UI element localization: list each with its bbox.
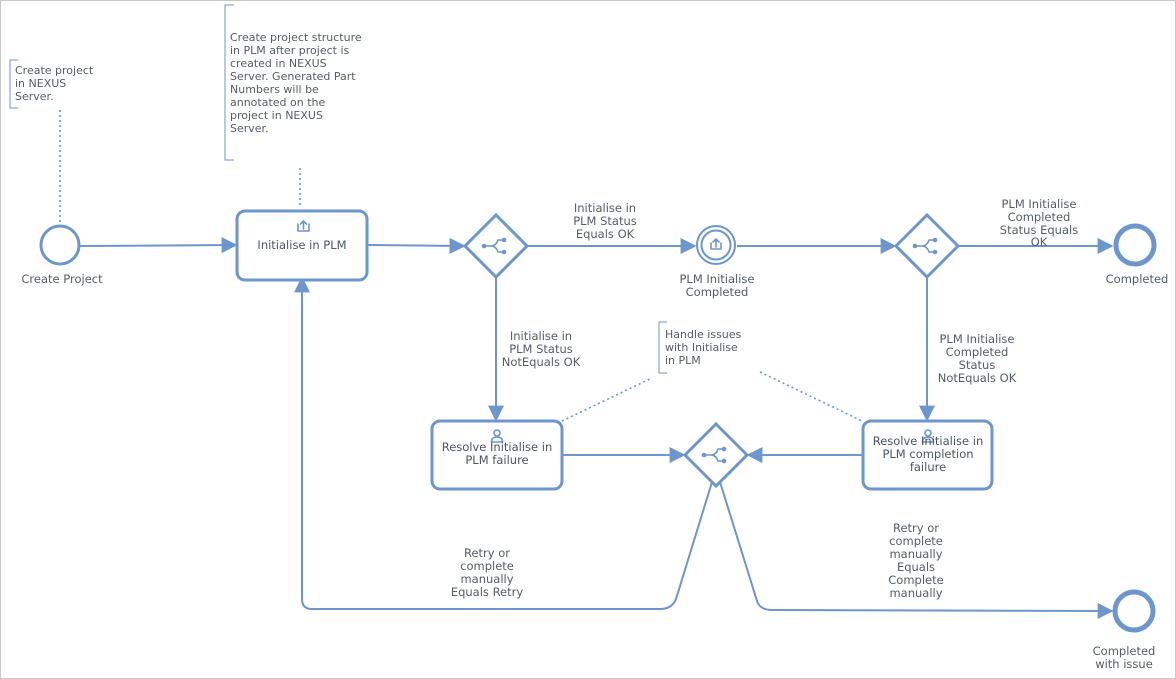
- annotation-line: with Initialise: [665, 341, 738, 354]
- task-label-line: PLM completion: [882, 447, 973, 461]
- task-box[interactable]: [235, 209, 369, 282]
- end-event-circle[interactable]: [1113, 223, 1157, 267]
- intermediate-event-plm-initialise-completed[interactable]: PLM Initialise Completed: [679, 225, 755, 299]
- gateway-diamond[interactable]: [682, 421, 750, 489]
- annotation-line: Server. Generated Part: [230, 70, 356, 83]
- task-label-line: Resolve Initialise in: [442, 440, 553, 454]
- association-handle-issues-left: [561, 377, 653, 422]
- flow-retry[interactable]: [294, 276, 713, 610]
- flow-label-line: Retry or: [893, 521, 939, 535]
- flow-label-line: Retry or: [464, 546, 510, 560]
- flow-label-line: manually: [889, 586, 942, 600]
- gateway-diamond[interactable]: [462, 212, 530, 280]
- end-event-circle[interactable]: [1112, 589, 1156, 633]
- flow-label-line: PLM Status: [509, 342, 573, 356]
- annotation-handle-issues: Handle issues with Initialise in PLM: [658, 321, 742, 374]
- intermediate-event-label-line: Completed: [686, 285, 749, 299]
- annotation-line: in PLM after project is: [230, 44, 350, 57]
- annotation-line: Create project structure: [230, 31, 362, 44]
- task-label-line: Resolve Initialise in: [873, 434, 984, 448]
- start-event-circle[interactable]: [39, 224, 81, 266]
- flow-label-line: complete: [460, 559, 514, 573]
- flow-label-line: Initialise in: [574, 201, 636, 215]
- flow-label-line: Completed: [946, 345, 1009, 359]
- start-event-label: Create Project: [21, 272, 103, 286]
- flow-complete-manually[interactable]: [719, 481, 1114, 619]
- flow-label-line: NotEquals OK: [938, 371, 1017, 385]
- annotation-line: in NEXUS: [15, 77, 66, 90]
- annotation-bracket: [658, 321, 667, 374]
- annotation-line: Handle issues: [665, 328, 742, 341]
- flow-label-line: OK: [1031, 235, 1048, 249]
- flow-label-line: Equals OK: [576, 227, 635, 241]
- flow-start-to-initialise[interactable]: [79, 237, 238, 254]
- flow-label-line: Equals Retry: [451, 585, 524, 599]
- task-resolve-completion-failure[interactable]: Resolve Initialise in PLM completion fai…: [861, 419, 994, 491]
- start-event-create-project[interactable]: Create Project: [21, 224, 103, 286]
- end-event-label-line: Completed: [1093, 644, 1156, 658]
- task-box[interactable]: [430, 419, 564, 491]
- association-handle-issues-right: [759, 371, 863, 422]
- flow-label-line: Complete: [888, 573, 943, 587]
- flow-label-line: manually: [889, 547, 942, 561]
- user-icon: [490, 429, 504, 443]
- branch-icon: [701, 446, 727, 464]
- flow-label-line: Initialise in: [510, 329, 572, 343]
- annotation-bracket: [9, 59, 18, 109]
- annotation-line: created in NEXUS: [230, 57, 327, 70]
- gateway-completed-status[interactable]: [893, 212, 961, 280]
- flow-label-status-not-ok: Initialise in PLM Status NotEquals OK: [502, 329, 581, 369]
- annotation-plm-structure: Create project structure in PLM after pr…: [224, 4, 362, 161]
- gateway-retry-or-complete[interactable]: [682, 421, 750, 489]
- annotation-line: Numbers will be: [230, 83, 319, 96]
- flow-label-status-ok: Initialise in PLM Status Equals OK: [573, 201, 637, 241]
- flow-label-line: PLM Initialise: [939, 332, 1014, 346]
- annotation-bracket: [224, 4, 234, 161]
- flow-label-line: PLM Initialise: [1001, 197, 1076, 211]
- end-event-completed[interactable]: Completed: [1106, 223, 1169, 286]
- flow-label-line: Completed: [1008, 210, 1071, 224]
- flow-label-completed-not-ok: PLM Initialise Completed Status NotEqual…: [938, 332, 1017, 385]
- task-resolve-initialise-failure[interactable]: Resolve Initialise in PLM failure: [430, 419, 564, 491]
- user-icon: [921, 429, 935, 443]
- flow-label-line: Equals: [897, 560, 935, 574]
- gateway-diamond[interactable]: [893, 212, 961, 280]
- upload-icon: [297, 220, 310, 232]
- annotation-create-project: Create project in NEXUS Server.: [9, 59, 94, 109]
- task-box[interactable]: [861, 419, 994, 491]
- intermediate-event-label-line: PLM Initialise: [679, 272, 754, 286]
- gateway-initialise-status[interactable]: [462, 212, 530, 280]
- annotation-line: annotated on the: [230, 96, 326, 109]
- flow-label-line: manually: [460, 572, 513, 586]
- flow-label-line: PLM Status: [573, 214, 637, 228]
- flow-label-retry: Retry or complete manually Equals Retry: [451, 546, 524, 599]
- flow-label-line: complete: [889, 534, 943, 548]
- flow-label-complete-manually: Retry or complete manually Equals Comple…: [888, 521, 943, 600]
- end-event-label-line: with issue: [1095, 657, 1153, 671]
- annotation-line: Server.: [15, 90, 54, 103]
- task-initialise-in-plm[interactable]: Initialise in PLM: [235, 209, 369, 282]
- annotation-line: Create project: [15, 64, 94, 77]
- annotation-line: Server.: [230, 122, 269, 135]
- branch-icon: [912, 237, 938, 255]
- flow-label-line: Status: [959, 358, 996, 372]
- flow-label-line: Status Equals: [1000, 223, 1078, 237]
- task-label: Initialise in PLM: [257, 238, 346, 252]
- upload-icon: [710, 238, 722, 250]
- flow-label-line: NotEquals OK: [502, 355, 581, 369]
- branch-icon: [481, 237, 507, 255]
- annotation-line: in PLM: [665, 354, 701, 367]
- end-event-completed-with-issue[interactable]: Completed with issue: [1093, 589, 1156, 671]
- task-label-line: PLM failure: [465, 453, 528, 467]
- flow-label-completed-ok: PLM Initialise Completed Status Equals O…: [1000, 197, 1078, 249]
- end-event-label: Completed: [1106, 272, 1169, 286]
- flow-initialise-to-gateway1[interactable]: [367, 237, 466, 254]
- annotation-line: project in NEXUS: [230, 109, 323, 122]
- task-label-line: failure: [910, 460, 946, 474]
